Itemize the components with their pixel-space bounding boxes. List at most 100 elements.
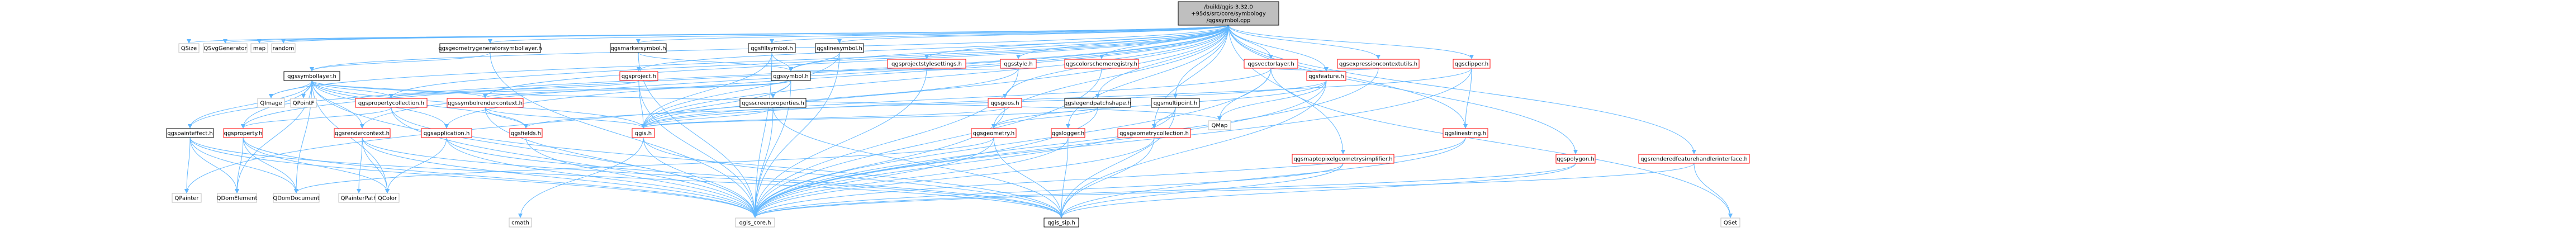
edge-qgsstyle-to-qgssymbol <box>789 67 1019 72</box>
node-label-qdomelement: QDomElement <box>217 196 258 202</box>
node-qgsapplication[interactable]: qgsapplication.h <box>421 128 472 138</box>
node-qgsvectorlayer[interactable]: qgsvectorlayer.h <box>1244 59 1298 69</box>
node-qgis[interactable]: qgis.h <box>632 128 655 138</box>
node-qgssymbolrendercontext[interactable]: qgssymbolrendercontext.h <box>447 98 524 108</box>
node-qpainter[interactable]: QPainter <box>172 193 202 203</box>
node-qgssymbol[interactable]: qgssymbol.h <box>771 71 811 81</box>
node-qgsmaptopixelgeometrysimplifier[interactable]: qgsmaptopixelgeometrysimplifier.h <box>1292 154 1394 164</box>
edge-qgsfields-to-qgis_core <box>525 137 757 218</box>
node-label-qsize: QSize <box>181 46 197 52</box>
node-qgsproperty[interactable]: qgsproperty.h <box>223 128 263 138</box>
node-box-qgsfeature <box>1306 71 1346 81</box>
node-root[interactable]: /build/qgis-3.32.0+95ds/src/core/symbolo… <box>1178 1 1279 26</box>
node-qsvggenerator[interactable]: QSvgGenerator <box>203 43 248 53</box>
node-qset[interactable]: QSet <box>1720 217 1740 228</box>
edge-root-to-random <box>281 25 1229 44</box>
node-map[interactable]: map <box>250 43 268 53</box>
node-label-qgsmultipoint: qgsmultipoint.h <box>1154 101 1197 107</box>
node-qpainterpath[interactable]: QPainterPath <box>338 193 379 203</box>
edge-qgspainteffect-to-qdomdocument <box>189 137 298 193</box>
node-qgsfillsymbol[interactable]: qgsfillsymbol.h <box>748 43 796 53</box>
edge-qgsgeos-to-qgis_core <box>753 107 1005 218</box>
node-qgsscreenproperties[interactable]: qgsscreenproperties.h <box>739 98 807 108</box>
node-label-qdomdocument: QDomDocument <box>273 196 319 202</box>
node-qgis_sip[interactable]: qgis_sip.h <box>1043 217 1079 228</box>
node-qgsstyle[interactable]: qgsstyle.h <box>1000 59 1037 69</box>
edge-qgslegendpatchshape-to-qgsgeometry <box>992 107 1098 129</box>
edge-root-to-qgis <box>641 25 1229 129</box>
node-qgsclipper[interactable]: qgsclipper.h <box>1453 59 1491 69</box>
edge-qgslinesymbol-to-qgis <box>641 52 840 129</box>
node-qgsfeature[interactable]: qgsfeature.h <box>1306 71 1346 81</box>
edge-root-to-qgsgeometrygeneratorsymbollayer <box>488 25 1229 44</box>
node-label-qgsmarkersymbol: qgsmarkersymbol.h <box>610 46 666 52</box>
node-qdomelement[interactable]: QDomElement <box>217 193 258 203</box>
node-qgsfields[interactable]: qgsfields.h <box>509 128 543 138</box>
node-qgsprojectstylesettings[interactable]: qgsprojectstylesettings.h <box>887 59 966 69</box>
node-qgslinesymbol[interactable]: qgslinesymbol.h <box>815 43 864 53</box>
node-box-qgsgeometrygeneratorsymbollayer <box>439 43 541 53</box>
node-qgsrenderedfeaturehandlerinterface[interactable]: qgsrenderedfeaturehandlerinterface.h <box>1638 154 1750 164</box>
edge-qgslinesymbol-to-qgis_core <box>753 52 840 218</box>
edge-qgslegendpatchshape-to-qgis <box>641 107 1098 129</box>
node-qgsmultipoint[interactable]: qgsmultipoint.h <box>1151 98 1200 108</box>
edge-qgsstyle-to-qgis <box>641 68 1019 129</box>
node-qgslegendpatchshape[interactable]: qgslegendpatchshape.h <box>1064 98 1131 108</box>
nodes-layer: /build/qgis-3.32.0+95ds/src/core/symbolo… <box>166 1 1750 228</box>
node-label-qgssymbolrendercontext: qgssymbolrendercontext.h <box>448 101 523 107</box>
node-label-qgsfeature: qgsfeature.h <box>1308 74 1344 80</box>
edge-qgsclipper-to-qgslinestring <box>1463 68 1472 129</box>
edge-qgssymbolrendercontext-to-qgsfields <box>485 107 528 129</box>
edge-root-to-qgssymbol <box>789 25 1229 72</box>
node-random[interactable]: random <box>271 43 296 53</box>
node-qgsgeos[interactable]: qgsgeos.h <box>988 98 1022 108</box>
edge-qgssymbollayer-to-qgspropertycollection <box>311 80 393 98</box>
node-qpointf[interactable]: QPointF <box>290 98 317 108</box>
edge-root-to-qgsexpressioncontextutils <box>1228 25 1380 59</box>
node-qsize[interactable]: QSize <box>178 43 200 53</box>
edge-qgsgeometrycollection-to-qgis_core <box>753 137 1155 218</box>
node-qgsgeometry[interactable]: qgsgeometry.h <box>971 128 1017 138</box>
node-label-qgsscreenproperties: qgsscreenproperties.h <box>742 101 804 107</box>
edge-qgsrendercontext-to-qcolor <box>362 137 390 193</box>
edge-root-to-qgspropertycollection <box>389 25 1229 98</box>
node-label-qgsgeos: qgsgeos.h <box>990 101 1019 107</box>
node-box-qgsproperty <box>223 128 263 138</box>
node-cmath[interactable]: cmath <box>509 217 532 228</box>
node-qgsproject[interactable]: qgsproject.h <box>619 71 658 81</box>
node-qgsgeometrycollection[interactable]: qgsgeometrycollection.h <box>1117 128 1191 138</box>
node-qimage[interactable]: QImage <box>257 98 285 108</box>
edge-qgsprojectstylesettings-to-qgis_core <box>753 68 927 218</box>
node-qgis_core[interactable]: qgis_core.h <box>735 217 775 228</box>
edge-qgspainteffect-to-qgis_core <box>189 137 757 218</box>
node-label-qgsrenderedfeaturehandlerinterface: qgsrenderedfeaturehandlerinterface.h <box>1640 157 1748 163</box>
edge-qgsproperty-to-qcolor <box>243 137 390 193</box>
node-qgscolorschemeregistry[interactable]: qgscolorschemeregistry.h <box>1064 59 1139 69</box>
node-box-qgsexpressioncontextutils <box>1337 59 1420 69</box>
node-qgspropertycollection[interactable]: qgspropertycollection.h <box>355 98 428 108</box>
edge-qgsvectorlayer-to-qset <box>1270 68 1733 218</box>
node-label-qgsstyle: qgsstyle.h <box>1004 62 1032 68</box>
node-label-qgssymbol: qgssymbol.h <box>773 74 809 80</box>
node-qgssymbollayer[interactable]: qgssymbollayer.h <box>283 71 340 81</box>
node-qgsgeometrygeneratorsymbollayer[interactable]: qgsgeometrygeneratorsymbollayer.h <box>438 43 542 53</box>
node-box-qgsclipper <box>1453 59 1491 69</box>
node-box-qgis_sip <box>1043 217 1079 228</box>
node-qgslinestring[interactable]: qgslinestring.h <box>1443 128 1488 138</box>
node-label-qimage: QImage <box>260 101 282 107</box>
node-label-qgslinesymbol: qgslinesymbol.h <box>817 46 862 52</box>
node-qgsrendercontext[interactable]: qgsrendercontext.h <box>334 128 391 138</box>
node-qgspainteffect[interactable]: qgspainteffect.h <box>166 128 214 138</box>
node-qmap[interactable]: QMap <box>1208 120 1231 130</box>
node-qdomdocument[interactable]: QDomDocument <box>273 193 320 203</box>
edge-qgspolygon-to-qgis_core <box>753 163 1576 218</box>
edge-qgslinesymbol-to-qgssymbol <box>789 52 840 72</box>
node-qgsexpressioncontextutils[interactable]: qgsexpressioncontextutils.h <box>1337 59 1420 69</box>
node-qgspolygon[interactable]: qgspolygon.h <box>1555 154 1596 164</box>
edge-qgsfillsymbol-to-qgis_core <box>753 52 772 218</box>
node-qgslogger[interactable]: qgslogger.h <box>1051 128 1085 138</box>
node-box-qdomelement <box>217 193 257 203</box>
node-qgsmarkersymbol[interactable]: qgsmarkersymbol.h <box>610 43 667 53</box>
node-qcolor[interactable]: QColor <box>375 193 400 203</box>
node-box-qgssymbollayer <box>283 71 340 81</box>
